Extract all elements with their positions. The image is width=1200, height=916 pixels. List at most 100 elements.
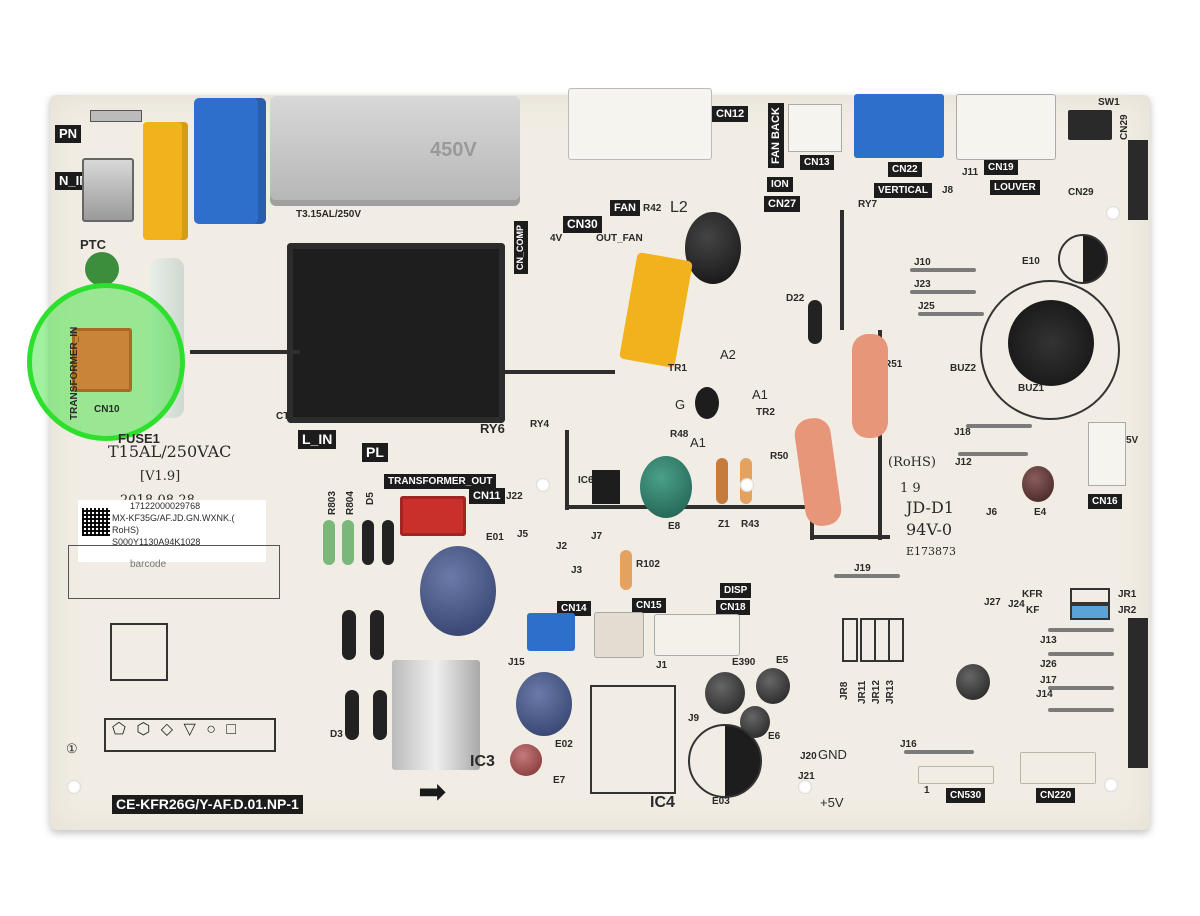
buzzer-e03-outline	[688, 724, 762, 798]
capacitor-e7	[510, 744, 542, 776]
ic4-outline	[590, 685, 676, 794]
mounting-hole	[740, 478, 754, 492]
ptc-thermistor	[85, 252, 119, 286]
label-buz2: BUZ2	[950, 363, 977, 374]
resistor-jr8	[842, 618, 858, 662]
label-transformer-in: TRANSFORMER_IN	[69, 326, 80, 420]
label-buz1: BUZ1	[1018, 383, 1045, 394]
label-r48: R48	[670, 429, 689, 440]
label-fan-back: FAN BACK	[768, 103, 785, 168]
label-4v: 4V	[550, 233, 563, 244]
diode	[382, 520, 394, 565]
label-e390: E390	[732, 657, 756, 668]
fuse2-rating: T3.15AL/250V	[296, 209, 362, 220]
cn13-connector[interactable]	[788, 104, 842, 152]
label-j24: J24	[1008, 599, 1025, 610]
jumper-j13	[1048, 628, 1114, 632]
label-jr8: JR8	[839, 681, 850, 700]
fan-connector[interactable]	[568, 88, 712, 160]
cn18-connector[interactable]	[654, 614, 740, 656]
label-jr1: JR1	[1118, 589, 1137, 600]
highlight-circle	[27, 283, 185, 441]
label-e03: E03	[712, 796, 730, 807]
label-j16: J16	[900, 739, 917, 750]
label-j12: J12	[955, 457, 972, 468]
mounting-hole	[67, 780, 81, 794]
cn530-header[interactable]	[918, 766, 994, 784]
square-outline	[110, 623, 168, 681]
diode	[342, 610, 356, 660]
label-j27: J27	[984, 597, 1001, 608]
cn11-connector[interactable]	[400, 496, 466, 536]
label-e10: E10	[1022, 256, 1040, 267]
resistor-jr1	[1070, 588, 1110, 604]
label-5v: 5V	[1126, 435, 1139, 446]
label-g: G	[675, 397, 686, 412]
label-j6: J6	[986, 507, 998, 518]
capacitor-e01	[420, 546, 496, 636]
black-strip-bottom	[1128, 618, 1148, 768]
label-cn27: CN27	[764, 196, 801, 213]
label-j13: J13	[1040, 635, 1057, 646]
label-ic6: IC6	[578, 475, 594, 486]
arrow-right-icon: ➡	[418, 773, 447, 811]
label-j22: J22	[506, 491, 523, 502]
label-cn14: CN14	[557, 601, 591, 616]
cn10-connector[interactable]	[72, 328, 132, 392]
label-j15: J15	[508, 657, 525, 668]
label-j3: J3	[571, 565, 583, 576]
cn14-connector[interactable]	[527, 613, 575, 651]
circle-one: ①	[66, 741, 78, 756]
resistor-jr13	[888, 618, 904, 662]
cn19-connector[interactable]	[956, 94, 1056, 160]
jumper-j25	[918, 312, 984, 316]
label-j20: J20	[800, 751, 817, 762]
x-capacitor-blue	[194, 98, 266, 224]
label-e6: E6	[768, 731, 781, 742]
label-j21: J21	[798, 771, 815, 782]
label-kfr: KFR	[1022, 589, 1043, 600]
label-d22: D22	[786, 293, 805, 304]
label-e7: E7	[553, 775, 566, 786]
label-cn10: CN10	[94, 404, 120, 415]
label-cn-comp: CN_COMP	[514, 220, 528, 274]
label-gnd: GND	[818, 747, 847, 762]
label-j18: J18	[954, 427, 971, 438]
cn22-connector[interactable]	[854, 94, 944, 158]
label-j11: J11	[962, 167, 979, 178]
board-version: [V1.9]	[140, 469, 181, 484]
capacitor-small-right	[956, 664, 990, 700]
label-cn15: CN15	[632, 598, 666, 613]
label-louver: LOUVER	[990, 180, 1040, 195]
label-cn22: CN22	[888, 162, 922, 177]
diode	[373, 690, 387, 740]
resistor-jr2	[1070, 604, 1110, 620]
n-in-terminal	[82, 158, 134, 222]
label-j5: J5	[517, 529, 529, 540]
label-e8: E8	[668, 521, 681, 532]
capacitor-voltage: 450V	[430, 139, 477, 161]
capacitor-e02	[516, 672, 572, 736]
cert-maker: JD-D1	[906, 498, 954, 517]
label-pl: PL	[362, 443, 388, 463]
cn16-connector[interactable]	[1088, 422, 1126, 486]
capacitor-e390	[705, 672, 745, 714]
label-r51: R51	[884, 359, 903, 370]
diode-d22	[808, 300, 822, 344]
label-d5: D5	[365, 492, 376, 505]
label-j26: J26	[1040, 659, 1057, 670]
label-z1: Z1	[718, 519, 730, 530]
switch-sw1[interactable]	[1068, 110, 1112, 140]
label-a1-top: A1	[752, 387, 768, 402]
cn15-connector[interactable]	[594, 612, 644, 658]
label-e01: E01	[486, 532, 504, 543]
label-a2: A2	[720, 347, 736, 362]
jumper-j23	[910, 290, 976, 294]
cn220-header[interactable]	[1020, 752, 1096, 784]
label-fuse1: FUSE1	[118, 431, 160, 446]
label-vertical: VERTICAL	[874, 183, 932, 198]
label-e4: E4	[1034, 507, 1047, 518]
label-j25: J25	[918, 301, 935, 312]
label-r50: R50	[770, 451, 789, 462]
label-j17: J17	[1040, 675, 1057, 686]
